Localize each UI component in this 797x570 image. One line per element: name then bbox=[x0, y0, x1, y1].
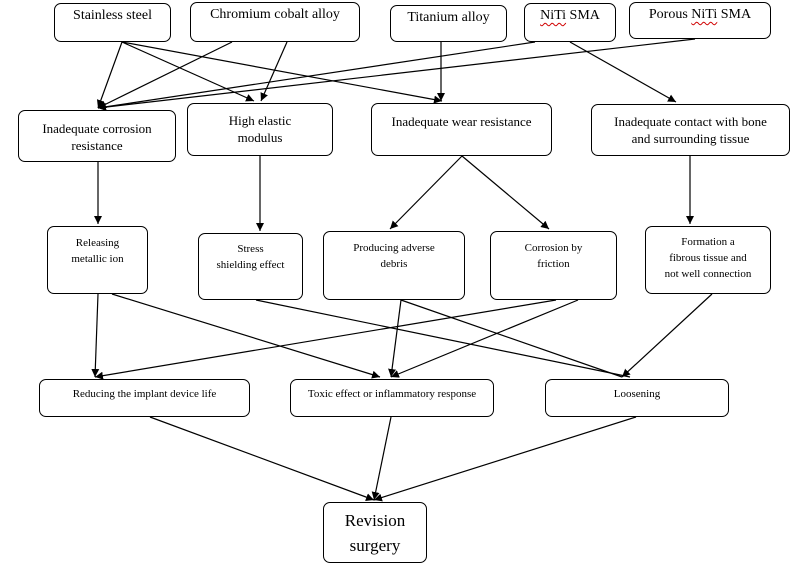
node-corrosion-by-friction-text: Corrosion by friction bbox=[524, 242, 583, 270]
arrow-ion-to-toxic bbox=[111, 293, 381, 379]
node-chromium-cobalt-alloy-text: Chromium cobalt alloy bbox=[210, 7, 340, 22]
node-inadequate-wear-resistance: Inadequate wear resistance bbox=[371, 103, 552, 156]
line-debris-to-loosening bbox=[400, 299, 623, 378]
node-producing-adverse-debris: Producing adverse debris bbox=[323, 231, 465, 300]
node-revision-surgery: Revision surgery bbox=[323, 502, 427, 563]
node-niti-sma: NiTi SMA bbox=[524, 3, 616, 42]
arrow-debris-to-toxic bbox=[388, 299, 402, 378]
node-inadequate-contact-bone-text: Inadequate contact with bone and surroun… bbox=[614, 114, 767, 146]
node-toxic-effect-text: Toxic effect or inflammatory response bbox=[307, 388, 477, 400]
arrow-fibrous-to-loosening bbox=[621, 293, 713, 378]
node-niti-sma-text: NiTi SMA bbox=[540, 8, 600, 23]
arrow-stainless-to-wear bbox=[121, 41, 443, 104]
arrow-friction-to-life bbox=[94, 299, 557, 380]
arrow-wear-to-debris bbox=[389, 155, 463, 230]
node-inadequate-wear-resistance-text: Inadequate wear resistance bbox=[391, 114, 532, 129]
node-releasing-metallic-ion-text: Releasing metallic ion bbox=[71, 237, 124, 265]
node-releasing-metallic-ion: Releasing metallic ion bbox=[47, 226, 148, 294]
node-high-elastic-modulus-text: High elastic modulus bbox=[228, 113, 292, 145]
node-toxic-effect: Toxic effect or inflammatory response bbox=[290, 379, 494, 417]
node-inadequate-corrosion-resistance: Inadequate corrosion resistance bbox=[18, 110, 176, 162]
arrow-cobalt-to-corrosion bbox=[97, 41, 233, 109]
node-reducing-implant-life-text: Reducing the implant device life bbox=[72, 388, 217, 400]
line-stress-to-loosening bbox=[255, 299, 631, 378]
arrow-stainless-to-elastic bbox=[121, 41, 255, 102]
node-producing-adverse-debris-text: Producing adverse debris bbox=[353, 242, 435, 270]
arrow-ion-to-life bbox=[91, 293, 100, 378]
node-stainless-steel-text: Stainless steel bbox=[73, 8, 152, 23]
arrow-loosening-to-revision bbox=[373, 416, 637, 502]
node-stainless-steel: Stainless steel bbox=[54, 3, 171, 42]
niti-word: NiTi bbox=[540, 8, 567, 23]
arrow-life-to-revision bbox=[149, 416, 375, 501]
arrow-porous-to-corrosion bbox=[97, 38, 696, 112]
node-formation-fibrous-tissue-text: Formation a fibrous tissue and not well … bbox=[664, 236, 752, 280]
node-porous-niti-sma: Porous NiTi SMA bbox=[629, 2, 771, 39]
arrow-cobalt-to-elastic bbox=[260, 41, 288, 102]
arrow-stainless-to-corrosion bbox=[96, 41, 123, 109]
node-inadequate-contact-bone: Inadequate contact with bone and surroun… bbox=[591, 104, 790, 156]
arrow-toxic-to-revision bbox=[371, 416, 392, 501]
node-reducing-implant-life: Reducing the implant device life bbox=[39, 379, 250, 417]
node-loosening-text: Loosening bbox=[613, 388, 661, 400]
arrow-niti-to-contact bbox=[569, 41, 677, 103]
node-revision-surgery-text: Revision surgery bbox=[344, 510, 406, 555]
node-titanium-alloy: Titanium alloy bbox=[390, 5, 507, 42]
node-formation-fibrous-tissue: Formation a fibrous tissue and not well … bbox=[645, 226, 771, 294]
node-titanium-alloy-text: Titanium alloy bbox=[407, 10, 490, 25]
arrow-wear-to-friction bbox=[461, 155, 550, 230]
node-porous-niti-sma-text: Porous NiTi SMA bbox=[648, 7, 752, 22]
arrow-friction-to-toxic bbox=[390, 299, 579, 378]
arrow-niti-to-corrosion bbox=[97, 41, 536, 111]
node-inadequate-corrosion-resistance-text: Inadequate corrosion resistance bbox=[42, 121, 152, 153]
node-stress-shielding-effect-text: Stress shielding effect bbox=[216, 243, 285, 271]
node-high-elastic-modulus: High elastic modulus bbox=[187, 103, 333, 156]
node-loosening: Loosening bbox=[545, 379, 729, 417]
node-stress-shielding-effect: Stress shielding effect bbox=[198, 233, 303, 300]
node-chromium-cobalt-alloy: Chromium cobalt alloy bbox=[190, 2, 360, 42]
niti-word: NiTi bbox=[691, 7, 718, 22]
node-corrosion-by-friction: Corrosion by friction bbox=[490, 231, 617, 300]
